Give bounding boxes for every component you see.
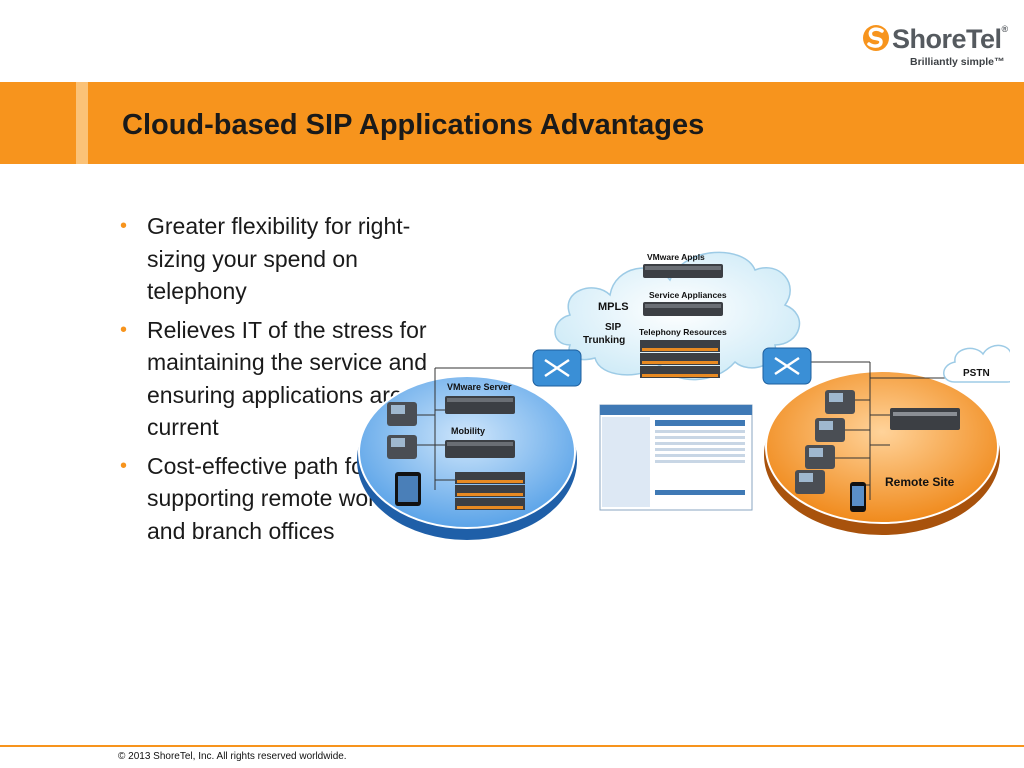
desk-phone-icon [815, 418, 845, 442]
remote-appliance-icon [890, 408, 960, 430]
banner-divider [76, 82, 88, 164]
cloud-appliance-stack [640, 340, 720, 378]
cloud-telephony-resources-label: Telephony Resources [639, 327, 727, 337]
pstn-cloud: PSTN [943, 344, 1010, 383]
remote-site-label: Remote Site [885, 475, 955, 489]
cloud-sip-label: SIP [605, 322, 621, 333]
shoretel-logo: ShoreTel® Brilliantly simple™ [862, 22, 1008, 70]
bullet-item: • Greater flexibility for right-sizing yo… [120, 210, 450, 308]
desk-phone-icon [795, 470, 825, 494]
title-banner [0, 82, 1024, 164]
tablet-icon [395, 472, 421, 506]
desk-phone-icon [825, 390, 855, 414]
desk-phone-icon [387, 435, 417, 459]
cloud: MPLS SIP Trunking VMware Appls Service A… [554, 251, 801, 381]
logo-tagline: Brilliantly simple™ [910, 56, 1005, 68]
footer-rule [0, 745, 1024, 747]
network-links [415, 361, 955, 500]
hq-appliance-stack [455, 472, 525, 510]
director-screenshot [599, 404, 753, 511]
logo-brand-name: ShoreTel [892, 24, 1002, 54]
bullet-item: • Relieves IT of the stress for maintaini… [120, 314, 450, 444]
cloud-mpls-label: MPLS [598, 301, 629, 313]
cloud-vmware-appls-label: VMware Appls [647, 252, 705, 262]
logo-wordmark: ShoreTel® [892, 24, 1008, 55]
slide-title: Cloud-based SIP Applications Advantages [122, 109, 705, 141]
bullet-dot-icon: • [120, 215, 128, 237]
bullet-text: Greater flexibility for right-sizing you… [147, 213, 411, 304]
cloud-trunking-label: Trunking [583, 335, 625, 346]
router-left-icon [532, 349, 582, 387]
network-diagram: MPLS SIP Trunking VMware Appls Service A… [357, 251, 1010, 540]
banner-right-block [88, 82, 1024, 164]
banner-left-block [0, 82, 76, 164]
bullet-list: • Greater flexibility for right-sizing yo… [120, 210, 450, 553]
logo-trademark: ® [1001, 24, 1009, 34]
hq-vmware-server-label: VMware Server [447, 382, 512, 392]
smartphone-icon [850, 482, 866, 512]
hq-mobility-label: Mobility [451, 426, 485, 436]
desk-phone-icon [387, 402, 417, 426]
remote-site [764, 370, 1000, 535]
shoretel-s-icon [863, 25, 889, 51]
pstn-label: PSTN [963, 368, 990, 379]
bullet-dot-icon: • [120, 454, 128, 477]
cloud-service-appliances-label: Service Appliances [649, 290, 727, 300]
footer-copyright: © 2013 ShoreTel, Inc. All rights reserve… [118, 751, 347, 762]
desk-phone-icon [805, 445, 835, 469]
router-right-icon [762, 347, 812, 385]
bullet-text: Relieves IT of the stress for maintainin… [147, 316, 427, 441]
bullet-dot-icon: • [120, 318, 128, 341]
